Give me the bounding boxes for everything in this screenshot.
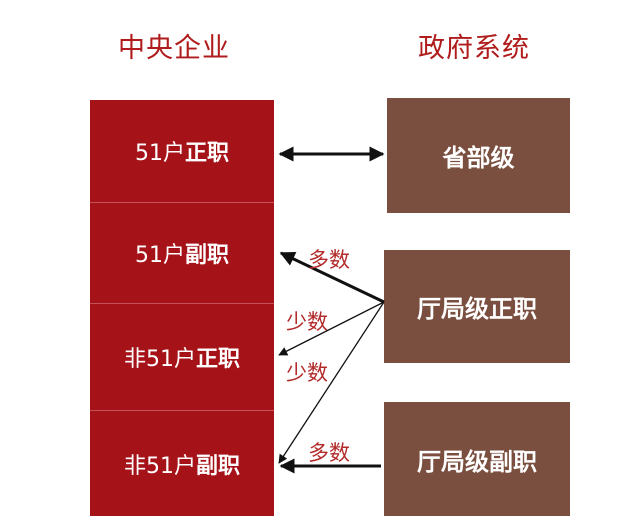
arrow-bureau-principal-to-51-deputy (279, 251, 385, 304)
cell-prefix: 51户 (134, 243, 185, 268)
central-cell-51-principal: 51户正职 (90, 100, 274, 202)
gov-box-provincial-ministerial: 省部级 (387, 98, 570, 213)
gov-box-bureau-principal: 厅局级正职 (384, 250, 570, 363)
arrow-bureau-principal-to-non51-principal (278, 301, 385, 356)
cell-rank: 正职 (195, 347, 240, 372)
central-enterprise-heading: 中央企业 (118, 33, 230, 64)
annotation-majority-top: 多数 (308, 248, 350, 272)
cell-rank: 副职 (184, 243, 229, 268)
cell-rank: 副职 (195, 453, 240, 479)
central-enterprise-column: 51户正职 51户副职 非51户正职 非51户副职 (90, 100, 274, 516)
cell-prefix: 非51户 (123, 347, 196, 372)
annotation-minority-1: 少数 (286, 310, 328, 334)
central-cell-non51-deputy: 非51户副职 (90, 411, 274, 516)
gov-box-bureau-deputy: 厅局级副职 (384, 402, 570, 516)
annotation-minority-2: 少数 (286, 361, 328, 385)
annotation-majority-bottom: 多数 (308, 441, 350, 465)
divider (90, 202, 274, 203)
cell-prefix: 非51户 (123, 453, 196, 479)
government-system-heading: 政府系统 (418, 33, 530, 64)
cell-prefix: 51户 (134, 141, 185, 166)
central-cell-51-deputy: 51户副职 (90, 203, 274, 303)
arrow-bureau-principal-to-non51-deputy (278, 301, 385, 464)
central-cell-non51-principal: 非51户正职 (90, 304, 274, 410)
divider (90, 410, 274, 411)
divider (90, 303, 274, 304)
cell-rank: 正职 (184, 141, 229, 166)
